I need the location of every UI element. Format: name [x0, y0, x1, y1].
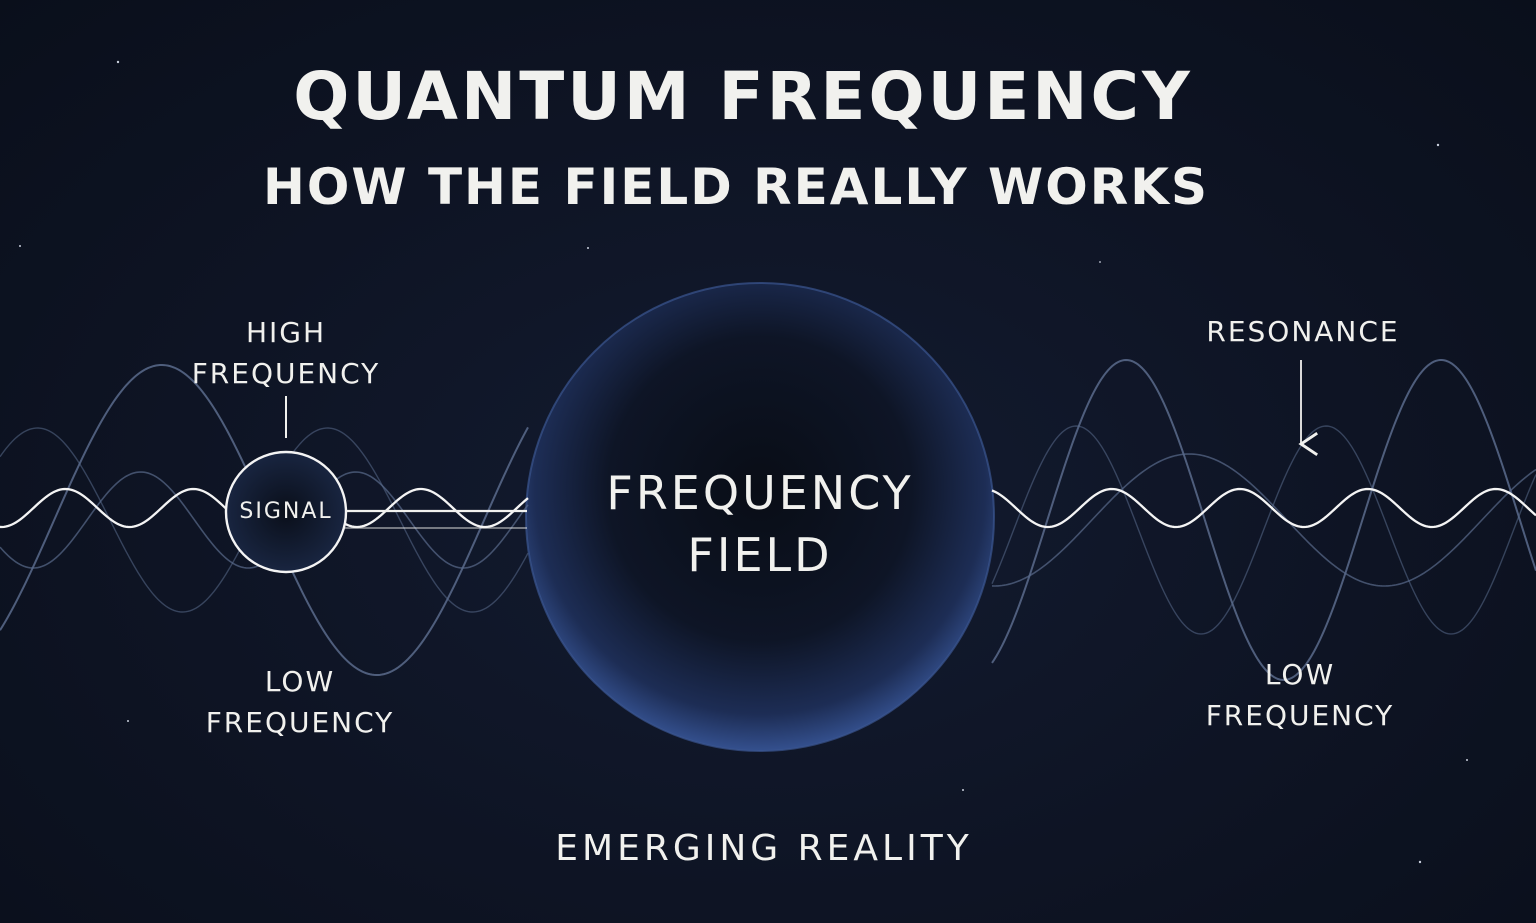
- low-frequency-label-right: LOW FREQUENCY: [1205, 658, 1395, 732]
- low-frequency-wave: [991, 425, 1536, 635]
- subtitle: HOW THE FIELD REALLY WORKS: [263, 158, 1209, 216]
- frequency-field-sphere: [525, 282, 995, 752]
- low-frequency-waves-right: [991, 358, 1536, 681]
- frequency-field-label: FREQUENCY FIELD: [606, 466, 914, 582]
- emerging-reality-label: EMERGING REALITY: [555, 828, 973, 869]
- signal-wave: [0, 487, 229, 529]
- background-stars: [19, 60, 1468, 864]
- low-frequency-label-left: LOW FREQUENCY: [205, 665, 395, 739]
- signal-wave: [343, 487, 529, 529]
- signal-wave: [991, 487, 1536, 529]
- main-title: QUANTUM FREQUENCY: [293, 58, 1193, 135]
- resonance-label: RESONANCE: [1206, 315, 1400, 348]
- signal-label: SIGNAL: [239, 499, 333, 524]
- low-frequency-wave: [991, 453, 1536, 587]
- signal-circle: [224, 450, 348, 574]
- high-frequency-waves: [0, 487, 1536, 529]
- high-frequency-label: HIGH FREQUENCY: [191, 316, 381, 390]
- low-frequency-wave: [991, 358, 1536, 681]
